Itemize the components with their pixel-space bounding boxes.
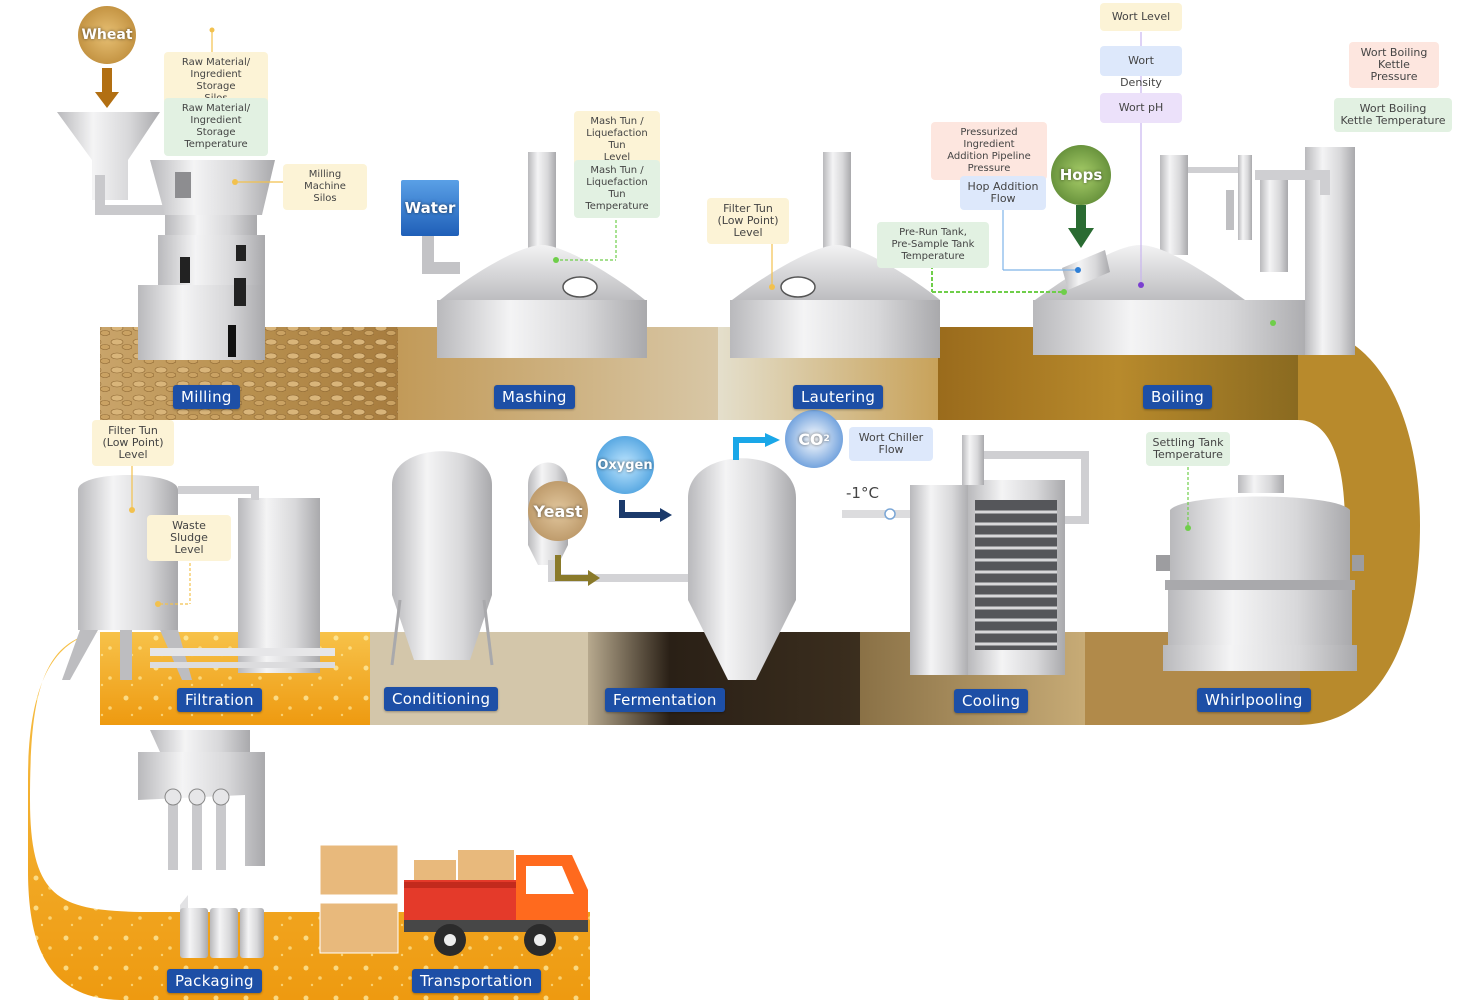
conditioning-band — [370, 632, 588, 725]
co2-label: CO — [798, 429, 824, 449]
oxygen-icon: Oxygen — [596, 436, 654, 494]
water-icon: Water — [401, 180, 459, 236]
delivery-truck — [319, 844, 588, 956]
wheat-icon: Wheat — [78, 6, 136, 64]
mash-tun — [422, 152, 647, 358]
wort-level-tag: Wort Level — [1100, 3, 1182, 31]
waste-sludge-tag: Waste Sludge Level — [147, 515, 231, 561]
lauter-tun — [730, 152, 940, 358]
wheat-arrow — [95, 68, 119, 108]
filter-tun-filtration-tag: Filter Tun (Low Point) Level — [92, 420, 174, 466]
milling-machine — [57, 112, 275, 360]
kettle-temp-tag: Wort Boiling Kettle Temperature — [1334, 98, 1452, 132]
stage-mashing: Mashing — [494, 385, 575, 409]
stage-cooling: Cooling — [954, 689, 1029, 713]
wort-chiller — [842, 435, 1089, 675]
kettle-pressure-tag: Wort Boiling Kettle Pressure — [1349, 42, 1439, 88]
stage-packaging: Packaging — [167, 969, 262, 993]
conditioning-tank — [390, 451, 494, 666]
hop-addition-flow-tag: Hop Addition Flow — [960, 176, 1046, 210]
wort-ph-tag: Wort pH — [1100, 93, 1182, 123]
stage-conditioning: Conditioning — [384, 687, 499, 711]
stage-transportation: Transportation — [412, 969, 541, 993]
settling-tank-temp-tag: Settling Tank Temperature — [1146, 432, 1230, 466]
stage-boiling: Boiling — [1143, 385, 1213, 409]
mash-tun-level-tag: Mash Tun / Liquefaction Tun Level — [574, 111, 660, 169]
filter-tun-lautering-tag: Filter Tun (Low Point) Level — [707, 198, 789, 244]
wort-density-tag: Wort Density — [1100, 46, 1182, 89]
sensor-leader-lines — [129, 27, 1276, 607]
stage-filtration: Filtration — [177, 688, 262, 712]
raw-material-temp-tag: Raw Material/ Ingredient Storage Tempera… — [164, 98, 268, 156]
pressurized-pipeline-tag: Pressurized Ingredient Addition Pipeline… — [931, 122, 1047, 180]
yeast-icon: Yeast — [528, 481, 588, 541]
stage-fermentation: Fermentation — [605, 688, 725, 712]
wort-chiller-flow-tag: Wort Chiller Flow — [849, 427, 933, 461]
whirlpool-tank — [1156, 475, 1364, 671]
stage-whirlpooling: Whirlpooling — [1197, 688, 1311, 712]
stage-lautering: Lautering — [793, 385, 884, 409]
milling-machine-silos-tag: Milling Machine Silos — [283, 164, 367, 210]
hops-arrow — [1068, 205, 1094, 248]
boiling-kettle — [1033, 147, 1355, 355]
pre-run-tank-temp-tag: Pre-Run Tank, Pre-Sample Tank Temperatur… — [877, 222, 989, 268]
hops-icon: Hops — [1051, 145, 1111, 205]
filtration-tank — [62, 475, 335, 680]
mash-tun-temp-tag: Mash Tun / Liquefaction Tun Temperature — [574, 160, 660, 218]
packaging-machine — [138, 730, 265, 958]
stage-milling: Milling — [173, 385, 240, 409]
chiller-temperature-readout: -1°C — [846, 484, 879, 502]
